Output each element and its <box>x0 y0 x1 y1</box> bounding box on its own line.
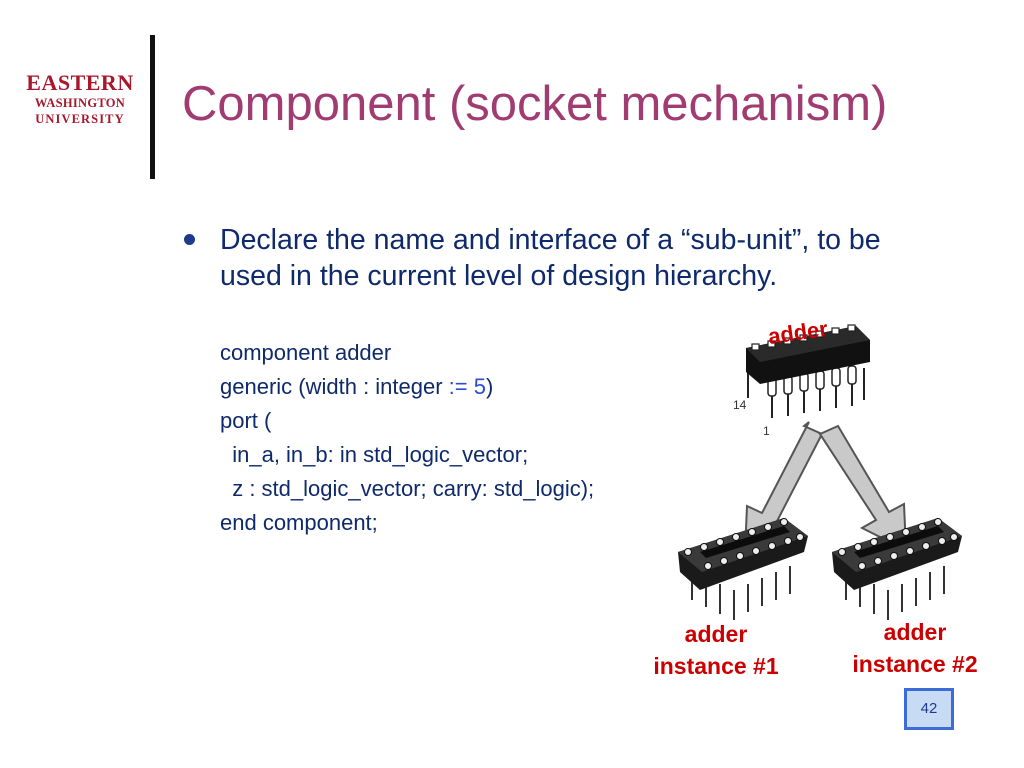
arrow-right-icon <box>818 424 908 552</box>
logo-divider <box>150 35 155 179</box>
logo-line-washington: WASHINGTON <box>34 96 126 110</box>
logo-line-eastern: EASTERN <box>26 70 134 95</box>
bullet-icon <box>184 234 195 245</box>
generic-value: 5 <box>473 374 486 399</box>
code-line: port ( <box>220 408 272 433</box>
code-line: in_a, in_b: in std_logic_vector; <box>220 442 529 467</box>
code-line: generic (width : integer := 5) <box>220 374 494 399</box>
instance-1-label: adder instance #1 <box>653 621 779 679</box>
pin-14-label: 14 <box>733 398 747 412</box>
code-line: z : std_logic_vector; carry: std_logic); <box>220 476 595 501</box>
pin-1-label: 1 <box>763 424 770 438</box>
socket-1-icon <box>678 518 808 620</box>
page-number: 42 <box>904 688 954 730</box>
bullet-text: Declare the name and interface of a “sub… <box>220 224 881 292</box>
logo-line-university: UNIVERSITY <box>35 111 125 126</box>
code-line: end component; <box>220 510 378 535</box>
university-logo: EASTERN WASHINGTON UNIVERSITY <box>18 72 142 125</box>
ic-chip-icon <box>746 324 870 418</box>
instance-2-label: adder instance #2 <box>852 619 978 677</box>
slide-title: Component (socket mechanism) <box>182 77 888 131</box>
assign-operator: := <box>448 374 474 399</box>
socket-2-icon <box>832 518 962 620</box>
code-line: component adder <box>220 340 392 365</box>
code-block: component adder generic (width : integer … <box>220 336 594 540</box>
